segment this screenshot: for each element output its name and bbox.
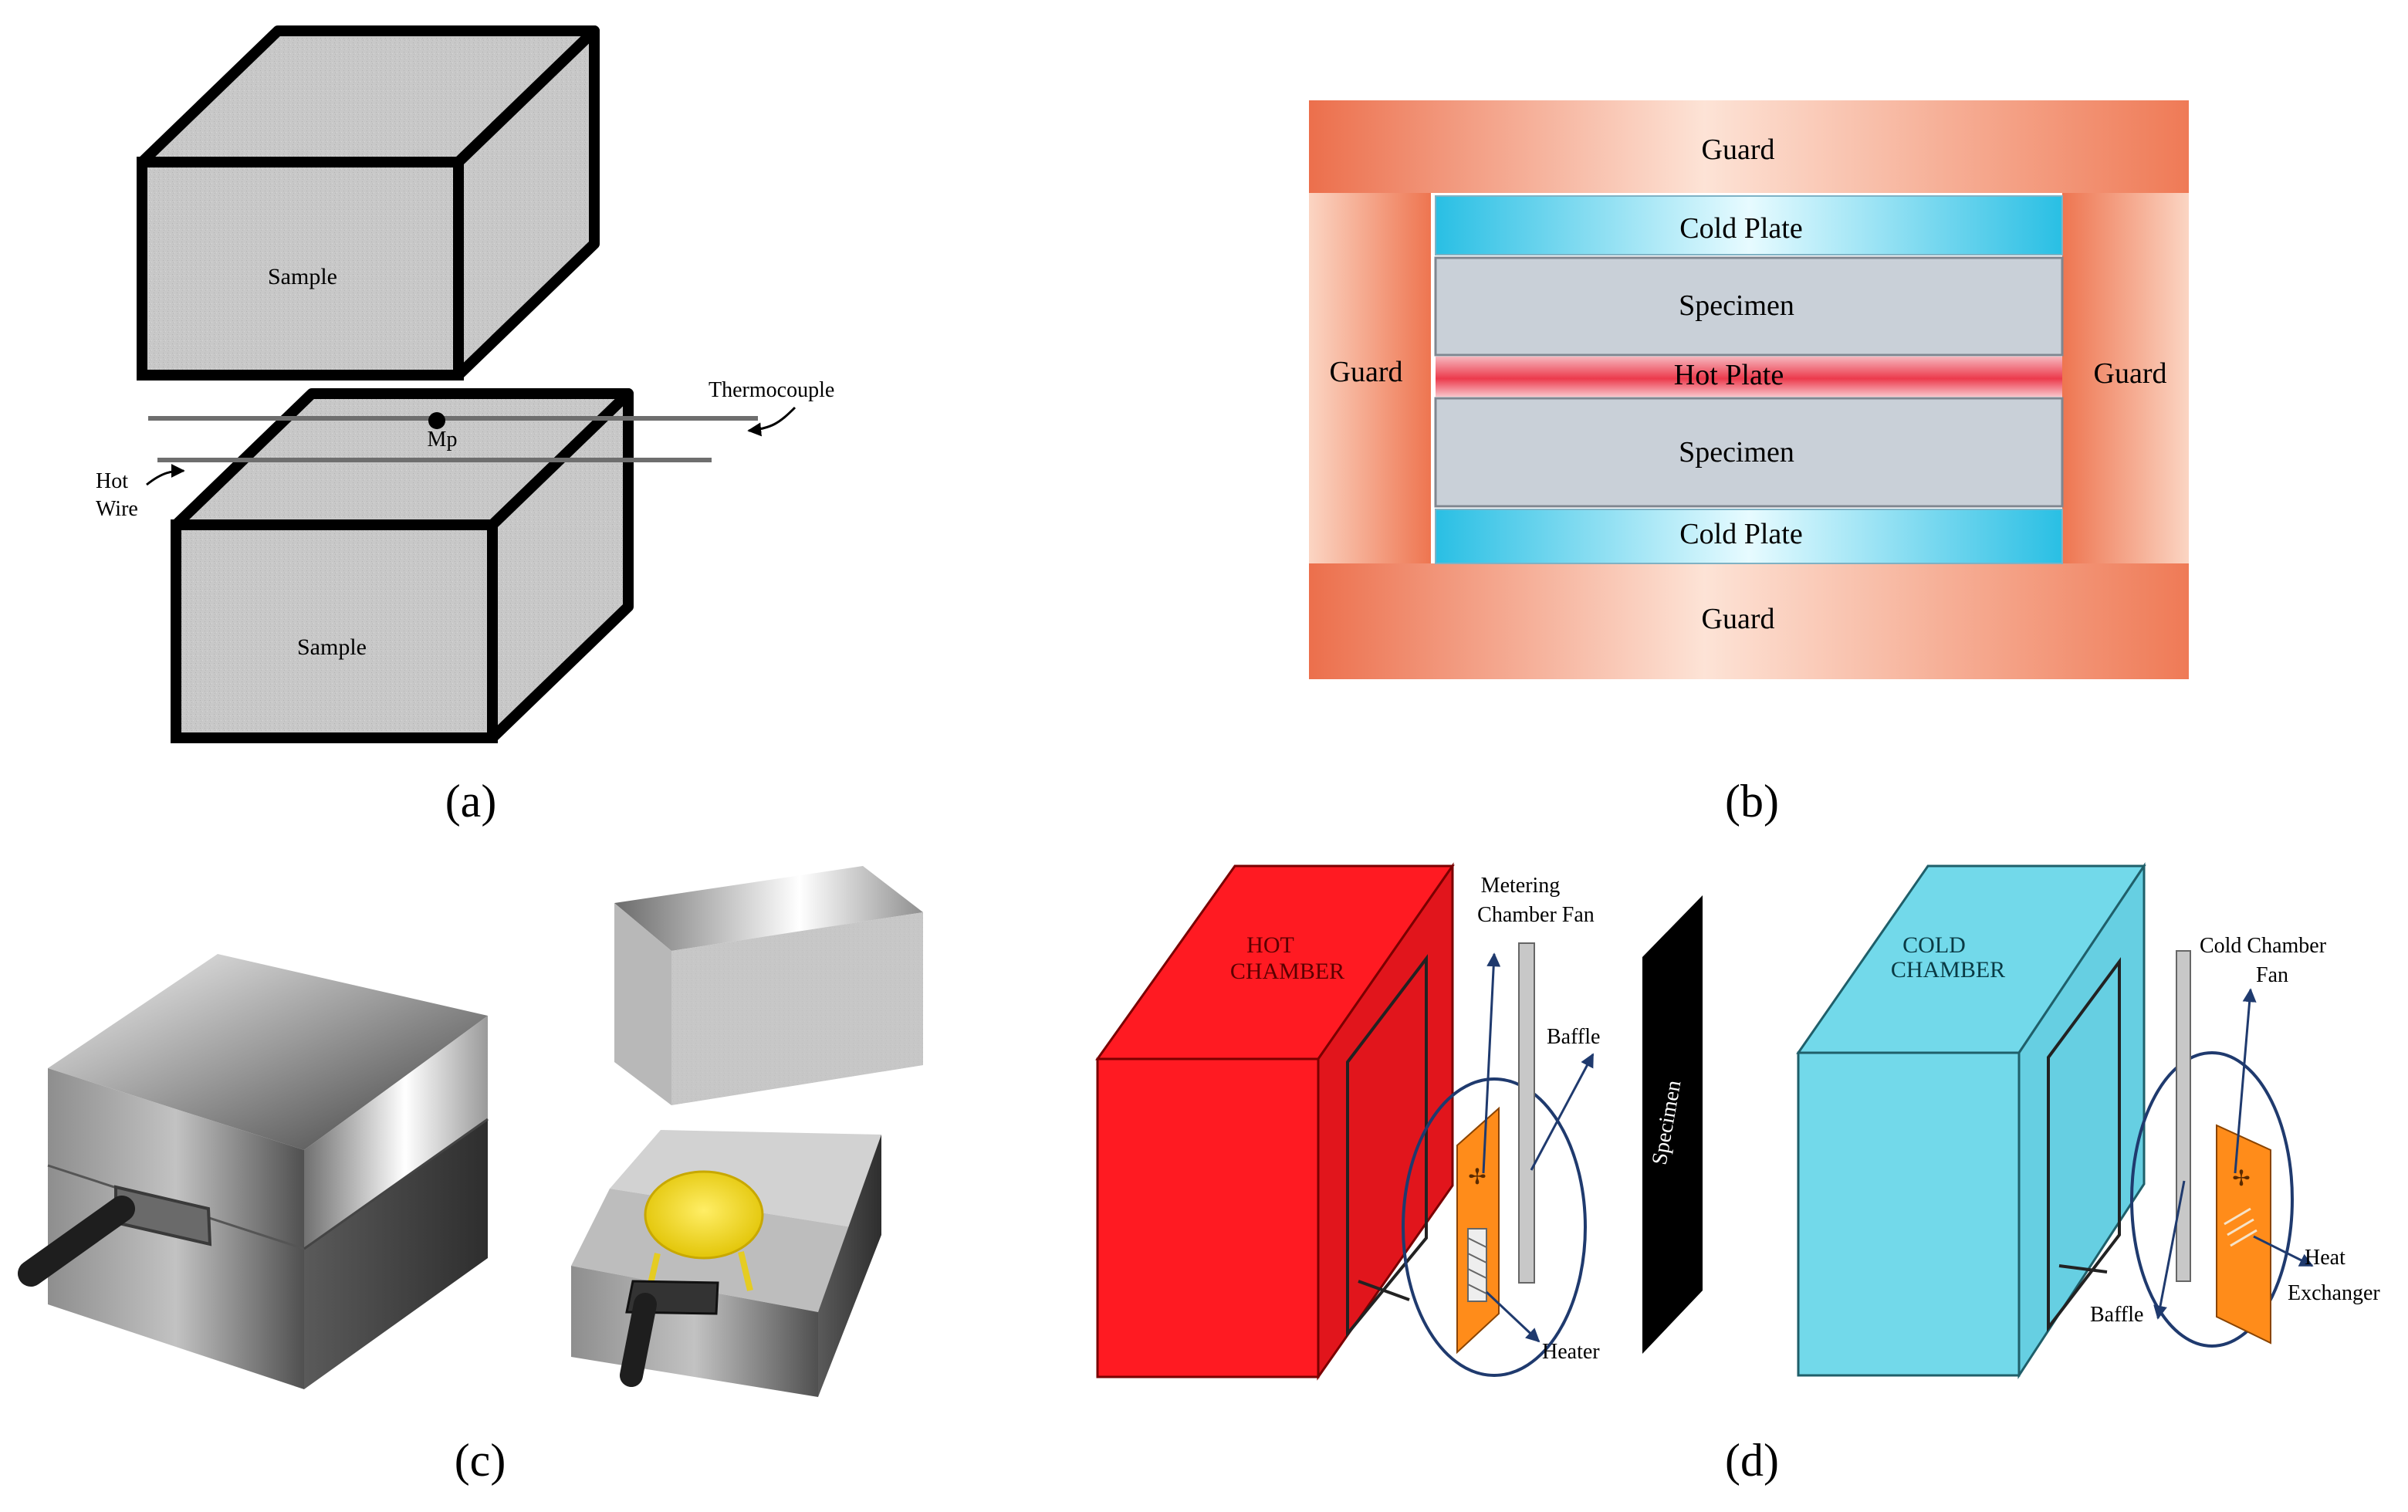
cold-fan-label-line1: Cold Chamber xyxy=(2200,934,2327,958)
specimen-panel xyxy=(1642,895,1703,1354)
hot-plate xyxy=(1436,357,2062,397)
metering-fan-label-line1: Metering xyxy=(1481,874,1561,898)
upper-specimen-block xyxy=(614,866,923,1105)
hot-plate-label: Hot Plate xyxy=(1674,359,1784,391)
hot-baffle-arrow xyxy=(1530,1053,1595,1171)
specimen-bottom-label: Specimen xyxy=(1679,436,1794,468)
heater-label: Heater xyxy=(1542,1340,1600,1364)
cold-baffle-label: Baffle xyxy=(2090,1303,2143,1327)
cold-fan-plate xyxy=(2216,1124,2271,1345)
hot-chamber-label-line1: HOT xyxy=(1246,932,1294,958)
caption-c: (c) xyxy=(455,1435,506,1486)
cold-baffle-arrow xyxy=(2153,1180,2186,1320)
hot-side-circle xyxy=(1402,1077,1587,1377)
metering-fan-label-line2: Chamber Fan xyxy=(1477,903,1595,927)
cold-fan-label-line2: Fan xyxy=(2256,963,2288,987)
cold-plate-bottom xyxy=(1435,509,2063,564)
heat-exchanger-label-line1: Heat xyxy=(2305,1246,2345,1270)
specimen-bottom xyxy=(1434,397,2064,508)
specimen-top-label: Specimen xyxy=(1679,289,1794,322)
caption-d: (d) xyxy=(1725,1435,1779,1486)
guard-bottom xyxy=(1309,563,2189,679)
panel-a-hot-wire-diagram: Sample Sample Mp Thermocouple Hot Wire (… xyxy=(96,25,834,827)
guard-bottom-label: Guard xyxy=(1702,603,1775,635)
guard-top-label: Guard xyxy=(1702,134,1775,166)
cold-plate-top-label: Cold Plate xyxy=(1679,212,1802,245)
cold-baffle xyxy=(2176,950,2191,1282)
yellow-sensor-disc xyxy=(644,1170,764,1260)
heat-exchanger-arrow xyxy=(2253,1235,2314,1267)
lower-sample-label: Sample xyxy=(297,634,367,660)
upper-sample-block xyxy=(137,25,600,381)
panel-b-guarded-hot-plate: Guard Guard Guard Guard Cold Plate Speci… xyxy=(1309,100,2189,827)
measurement-point-dot xyxy=(428,412,445,429)
cold-plate-bottom-label: Cold Plate xyxy=(1679,518,1802,550)
upper-sample-label: Sample xyxy=(268,264,337,289)
lower-sample-block xyxy=(171,388,634,743)
cold-fan-symbol: ✢ xyxy=(2232,1167,2250,1191)
cold-chamber-label-line1: COLD xyxy=(1902,932,1966,958)
heater-arrow xyxy=(1485,1290,1541,1343)
hot-baffle xyxy=(1518,942,1535,1284)
hot-wire-label-line2: Wire xyxy=(96,497,138,521)
specimen-top xyxy=(1434,256,2064,357)
hot-chamber xyxy=(1095,862,1455,1381)
cold-plate-top xyxy=(1435,195,2063,255)
heat-exchanger-label-line2: Exchanger xyxy=(2288,1281,2380,1305)
open-block-cable xyxy=(620,1293,657,1387)
closed-cube-cable xyxy=(18,1196,135,1287)
guard-right xyxy=(2062,193,2189,563)
caption-a: (a) xyxy=(445,776,497,827)
cold-chamber-label-line2: CHAMBER xyxy=(1891,957,2005,983)
thermocouple-pointer-arrow xyxy=(747,406,796,437)
panel-d-hot-box-apparatus: HOT CHAMBER ✢ Metering Chamber Fan Baffl… xyxy=(1095,862,2380,1486)
guard-left xyxy=(1309,193,1431,563)
hot-fan-arrow xyxy=(1482,952,1501,1174)
measurement-point-label: Mp xyxy=(428,428,458,452)
fan-symbol: ✢ xyxy=(1468,1165,1486,1189)
closed-sensor-cube xyxy=(47,954,489,1389)
lower-sensor-block xyxy=(571,1130,881,1397)
thermocouple-label: Thermocouple xyxy=(709,378,834,402)
caption-b: (b) xyxy=(1725,776,1779,827)
guard-left-label: Guard xyxy=(1330,356,1403,388)
cold-chamber xyxy=(1796,862,2146,1380)
hot-chamber-label-line2: CHAMBER xyxy=(1230,959,1344,984)
hot-wire-label-line1: Hot xyxy=(96,469,128,493)
guard-top xyxy=(1309,100,2189,193)
cold-side-circle xyxy=(2130,1051,2294,1348)
heat-exchanger-fins xyxy=(2224,1207,2258,1247)
panel-c-heat-flow-meter-photo: (c) xyxy=(18,866,923,1486)
hot-wire-pointer-arrow xyxy=(146,464,185,486)
heater-element xyxy=(1467,1228,1487,1302)
guard-right-label: Guard xyxy=(2094,357,2167,390)
cold-fan-arrow xyxy=(2234,988,2257,1174)
hot-baffle-label: Baffle xyxy=(1547,1025,1600,1049)
